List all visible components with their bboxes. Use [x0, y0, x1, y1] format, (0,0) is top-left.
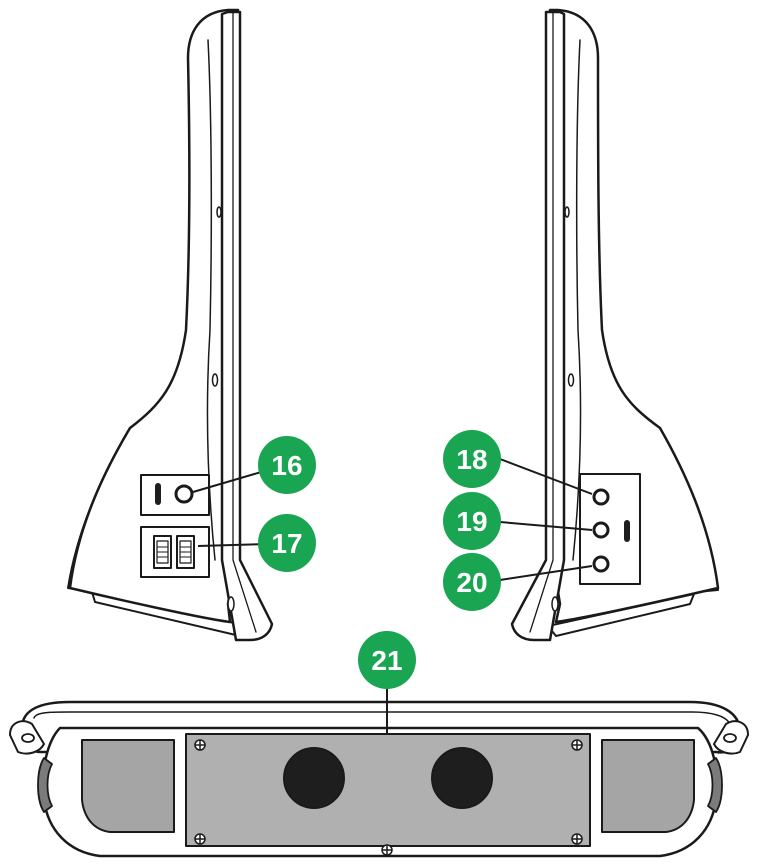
- left-side-strip: [220, 10, 274, 642]
- callout-19-label: 19: [456, 506, 487, 537]
- callout-18: 18: [443, 430, 501, 488]
- left-led-slot: [155, 483, 161, 505]
- callout-20-label: 20: [456, 567, 487, 598]
- plate-screws: [194, 739, 583, 856]
- right-side-strip: [510, 10, 566, 642]
- right-led-slot: [624, 520, 630, 542]
- bottom-hole-left: [283, 747, 345, 809]
- callout-21: 21: [358, 631, 416, 689]
- callout-17-label: 17: [271, 528, 302, 559]
- right-port-20: [592, 555, 610, 573]
- left-usb-panel: [140, 526, 210, 578]
- right-port-19: [592, 521, 610, 539]
- usb-port-1: [153, 535, 172, 569]
- bottom-view: [9, 700, 749, 858]
- callout-18-label: 18: [456, 444, 487, 475]
- callout-20: 20: [443, 553, 501, 611]
- right-port-18: [592, 488, 610, 506]
- bottom-center-plate: [185, 733, 591, 847]
- right-side-view: [510, 8, 720, 642]
- callout-21-label: 21: [371, 645, 402, 676]
- bottom-hole-right: [431, 747, 493, 809]
- callout-16-label: 16: [271, 450, 302, 481]
- callout-17: 17: [258, 514, 316, 572]
- bottom-right-pad: [601, 739, 695, 833]
- left-side-view: [67, 8, 274, 642]
- leader-lines: [192, 458, 593, 734]
- callout-19: 19: [443, 492, 501, 550]
- bottom-left-pad: [81, 739, 175, 833]
- usb-port-2: [176, 535, 195, 569]
- left-round-port: [174, 484, 194, 504]
- callout-16: 16: [258, 436, 316, 494]
